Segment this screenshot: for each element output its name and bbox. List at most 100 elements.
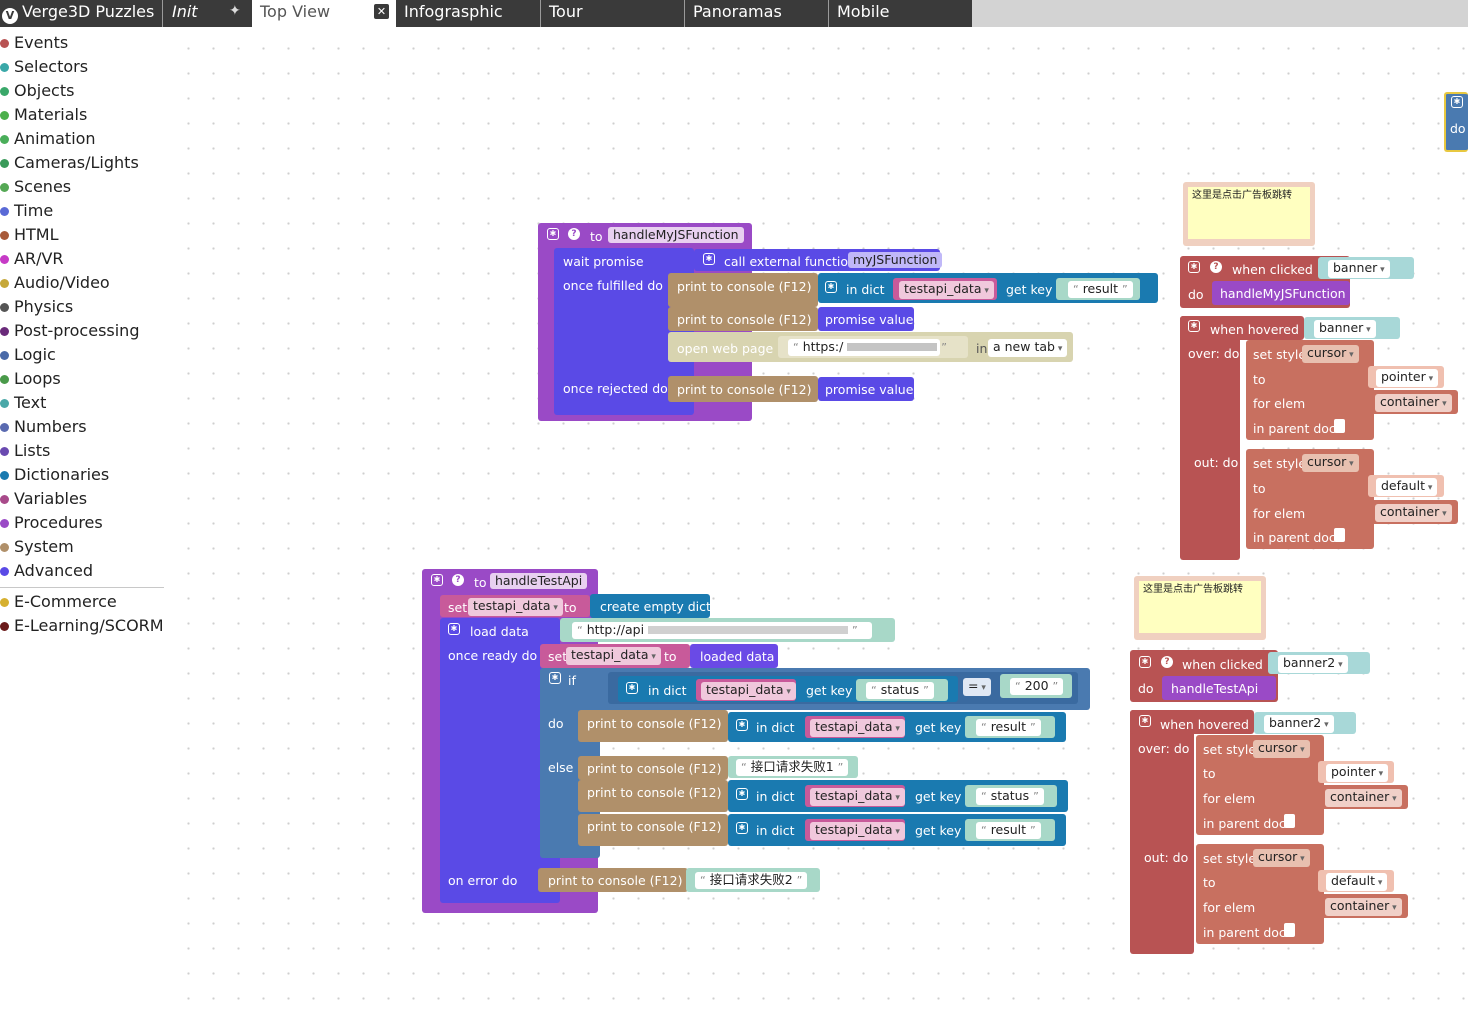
text-value-field[interactable]: “ result ”: [976, 822, 1041, 839]
style-property-dropdown[interactable]: cursor: [1253, 849, 1310, 867]
tab-panoramas[interactable]: Panoramas: [684, 0, 828, 27]
sidebar-item-lists[interactable]: Lists: [0, 439, 50, 463]
sidebar-item-system[interactable]: System: [0, 535, 74, 559]
offscreen-block[interactable]: [1444, 92, 1468, 152]
style-value-dropdown[interactable]: pointer: [1326, 764, 1389, 782]
sidebar-item-text[interactable]: Text: [0, 391, 46, 415]
gear-icon[interactable]: ✱: [736, 788, 748, 800]
style-value-dropdown[interactable]: default: [1376, 478, 1438, 496]
help-icon[interactable]: ?: [1161, 656, 1173, 668]
text-value-field[interactable]: “ result ”: [1068, 281, 1133, 298]
sidebar-item-loops[interactable]: Loops: [0, 367, 61, 391]
sidebar-item-animation[interactable]: Animation: [0, 127, 96, 151]
print-console-block[interactable]: [578, 780, 728, 812]
tab-init[interactable]: Init✦: [162, 0, 252, 27]
sidebar-item-audio-video[interactable]: Audio/Video: [0, 271, 110, 295]
variable-dropdown[interactable]: testapi_data: [899, 281, 994, 299]
gear-icon[interactable]: ✱: [448, 623, 460, 635]
sidebar-item-e-commerce[interactable]: E-Commerce: [0, 590, 117, 614]
sidebar-item-procedures[interactable]: Procedures: [0, 511, 103, 535]
create-dict-block[interactable]: [590, 594, 710, 618]
text-value-field[interactable]: “ result ”: [976, 719, 1041, 736]
element-dropdown[interactable]: container: [1375, 504, 1452, 522]
gear-icon[interactable]: ✱: [736, 822, 748, 834]
sidebar-item-cameras-lights[interactable]: Cameras/Lights: [0, 151, 139, 175]
style-property-dropdown[interactable]: cursor: [1302, 345, 1359, 363]
sidebar-item-numbers[interactable]: Numbers: [0, 415, 87, 439]
style-value-dropdown[interactable]: default: [1326, 873, 1388, 891]
object-dropdown[interactable]: banner2: [1278, 655, 1348, 673]
when-hovered-block[interactable]: [1180, 316, 1240, 560]
help-icon[interactable]: ?: [568, 228, 580, 240]
gear-icon[interactable]: ✱: [825, 281, 837, 293]
parent-doc-checkbox[interactable]: [1334, 528, 1345, 542]
tab-top-view[interactable]: Top View✕: [252, 0, 396, 27]
procedure-name-field[interactable]: handleTestApi: [490, 573, 588, 589]
number-field[interactable]: “ 200 ”: [1010, 678, 1064, 695]
sidebar-item-advanced[interactable]: Advanced: [0, 559, 93, 583]
variable-dropdown[interactable]: testapi_data: [701, 682, 796, 700]
help-icon[interactable]: ?: [452, 574, 464, 586]
variable-dropdown[interactable]: testapi_data: [810, 788, 905, 806]
procedure-call-block[interactable]: [1162, 676, 1276, 700]
print-console-block[interactable]: [668, 376, 818, 402]
text-value-field[interactable]: “ 接口请求失败2 ”: [695, 872, 808, 889]
sidebar-item-variables[interactable]: Variables: [0, 487, 87, 511]
gear-icon[interactable]: ✱: [1139, 715, 1151, 727]
gear-icon[interactable]: ✱: [1139, 656, 1151, 668]
sidebar-item-materials[interactable]: Materials: [0, 103, 87, 127]
print-console-block[interactable]: [578, 710, 728, 742]
gear-icon[interactable]: ✱: [547, 228, 559, 240]
variable-dropdown[interactable]: testapi_data: [468, 598, 563, 616]
sidebar-item-dictionaries[interactable]: Dictionaries: [0, 463, 109, 487]
object-dropdown[interactable]: banner: [1328, 260, 1390, 278]
gear-icon[interactable]: ✱: [703, 253, 715, 265]
text-value-field[interactable]: “ 接口请求失败1 ”: [736, 759, 849, 776]
url-field[interactable]: “ http://api ”: [572, 622, 872, 639]
object-dropdown[interactable]: banner: [1314, 320, 1376, 338]
gear-icon[interactable]: ✱: [549, 672, 561, 684]
variable-dropdown[interactable]: testapi_data: [810, 719, 905, 737]
text-value-field[interactable]: “ status ”: [976, 788, 1044, 805]
sidebar-item-time[interactable]: Time: [0, 199, 53, 223]
print-console-block[interactable]: [578, 756, 728, 780]
tab-tour[interactable]: Tour: [540, 0, 684, 27]
sidebar-item-scenes[interactable]: Scenes: [0, 175, 71, 199]
pin-icon[interactable]: ✦: [229, 3, 241, 19]
style-property-dropdown[interactable]: cursor: [1302, 454, 1359, 472]
close-icon[interactable]: ✕: [374, 4, 389, 19]
tab-option-dropdown[interactable]: a new tab: [988, 339, 1068, 357]
text-value-field[interactable]: “ status ”: [866, 682, 934, 699]
operator-dropdown[interactable]: =: [963, 678, 991, 696]
parent-doc-checkbox[interactable]: [1284, 923, 1295, 937]
sidebar-item-ar-vr[interactable]: AR/VR: [0, 247, 64, 271]
style-property-dropdown[interactable]: cursor: [1253, 740, 1310, 758]
help-icon[interactable]: ?: [1210, 261, 1222, 273]
sidebar-item-physics[interactable]: Physics: [0, 295, 73, 319]
url-field[interactable]: “ https:/ ”: [788, 339, 947, 356]
gear-icon[interactable]: ✱: [626, 682, 638, 694]
tab-mobile[interactable]: Mobile: [828, 0, 972, 27]
comment-text[interactable]: 这里是点击广告板跳转: [1139, 581, 1261, 633]
object-dropdown[interactable]: banner2: [1264, 715, 1334, 733]
sidebar-item-e-learning-scorm[interactable]: E-Learning/SCORM: [0, 614, 164, 638]
procedure-call-block[interactable]: [1212, 281, 1350, 305]
variable-dropdown[interactable]: testapi_data: [810, 822, 905, 840]
element-dropdown[interactable]: container: [1325, 898, 1402, 916]
print-console-block[interactable]: [578, 814, 728, 846]
comment-text[interactable]: 这里是点击广告板跳转: [1188, 187, 1310, 239]
when-hovered-block[interactable]: [1130, 710, 1194, 954]
sidebar-item-events[interactable]: Events: [0, 31, 68, 55]
element-dropdown[interactable]: container: [1325, 789, 1402, 807]
variable-dropdown[interactable]: testapi_data: [566, 647, 661, 665]
parent-doc-checkbox[interactable]: [1284, 814, 1295, 828]
tab-infograsphic[interactable]: Infograsphic: [396, 0, 540, 27]
print-console-block[interactable]: [538, 868, 688, 892]
parent-doc-checkbox[interactable]: [1334, 419, 1345, 433]
comment-bubble[interactable]: 这里是点击广告板跳转: [1183, 182, 1315, 246]
gear-icon[interactable]: ✱: [1188, 261, 1200, 273]
comment-bubble[interactable]: 这里是点击广告板跳转: [1134, 576, 1266, 640]
when-hovered-header[interactable]: [1180, 316, 1304, 340]
print-console-block[interactable]: [668, 273, 818, 307]
